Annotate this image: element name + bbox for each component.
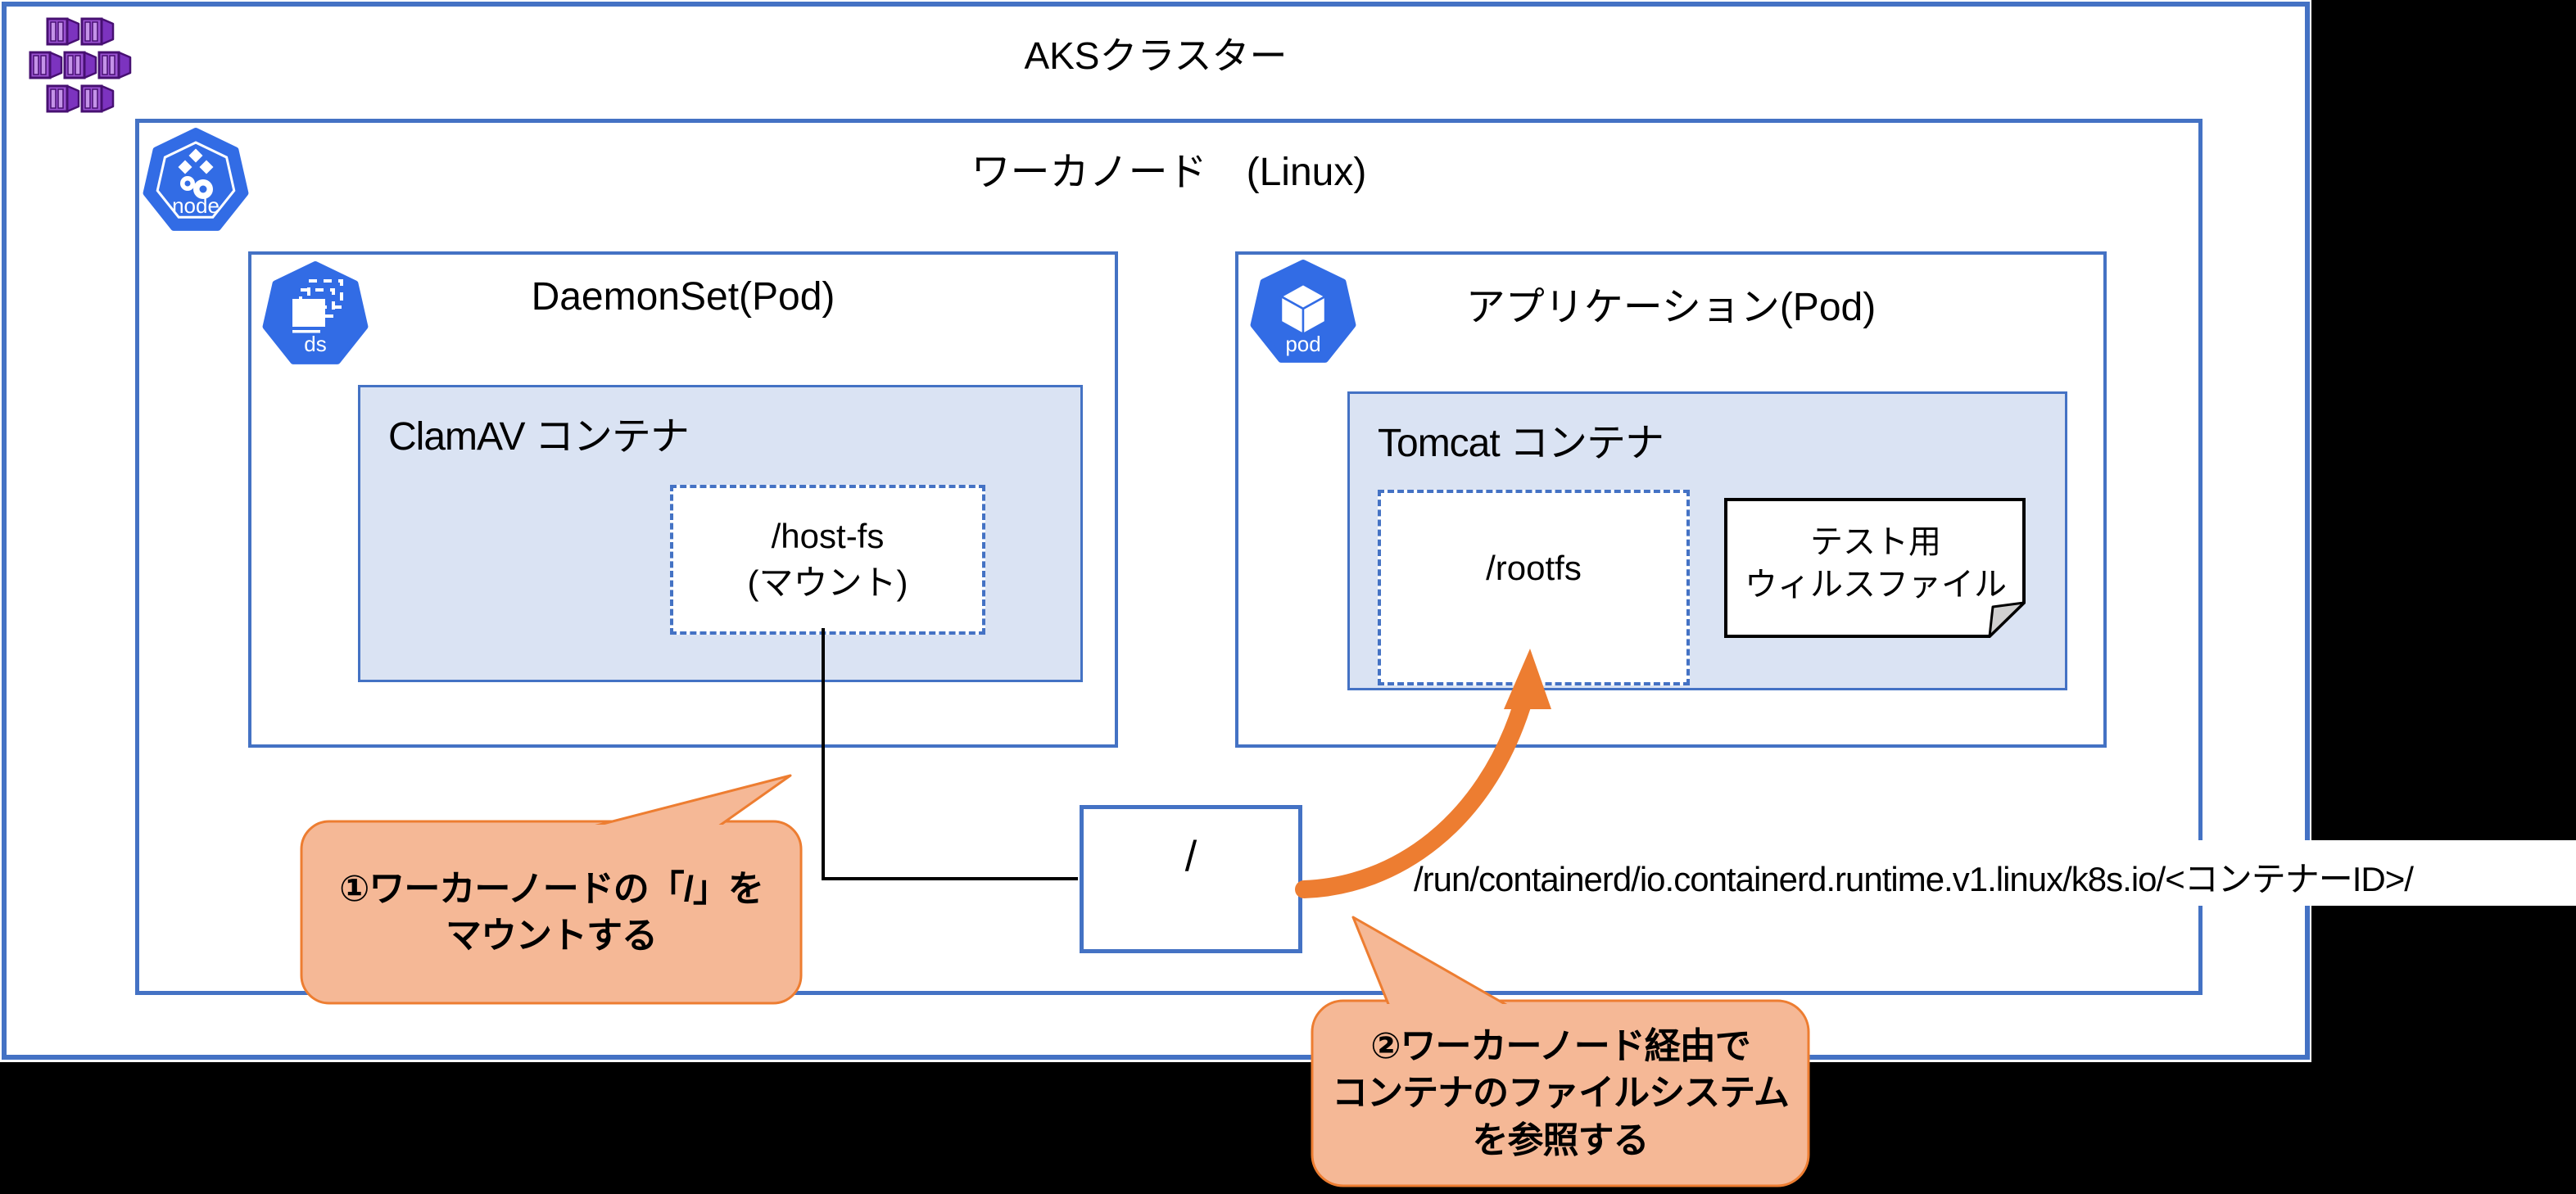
application-title: アプリケーション(Pod) [1465,286,1877,329]
hostfs-mount-note: (マウント) [747,563,908,602]
clamav-container-label: ClamAV コンテナ [388,415,690,459]
root-fs-label: / [1184,833,1197,880]
aks-cluster-box: AKSクラスター [2,2,2310,1060]
rootfs-mount-path: /rootfs [1486,549,1582,588]
virus-file-note: テスト用 ウィルスファイル [1724,498,2027,640]
hostfs-mount-path: /host-fs [771,516,885,555]
tomcat-container-label: Tomcat コンテナ [1378,422,1664,465]
callout-2-text: ②ワーカーノード経由で コンテナのファイルシステム を参照する [1332,1026,1790,1160]
virus-file-note-shape [1724,498,2026,638]
node-icon-label: node [172,193,220,218]
daemonset-icon-label: ds [304,332,326,356]
root-fs-box: / [1080,805,1302,953]
containerd-runtime-path: /run/containerd/io.containerd.runtime.v1… [1414,860,2414,898]
rootfs-mount-box: /rootfs [1378,490,1690,685]
worker-node-box: ワーカノード (Linux) [135,119,2203,995]
daemonset-title: DaemonSet(Pod) [531,275,835,319]
worker-node-title: ワーカノード (Linux) [971,151,1367,194]
node-icon: node [143,128,249,231]
pod-icon-label: pod [1285,332,1320,356]
callout-1-text: ①ワーカーノードの「/」を マウントする [339,868,764,956]
virus-file-note-text: テスト用 ウィルスファイル [1745,523,2007,603]
aks-cluster-title: AKSクラスター [1024,34,1288,77]
pod-icon: pod [1250,260,1356,363]
daemonset-icon: ds [262,261,369,364]
aks-logo-icon [29,17,132,113]
hostfs-mount-box: /host-fs (マウント) [670,485,985,635]
